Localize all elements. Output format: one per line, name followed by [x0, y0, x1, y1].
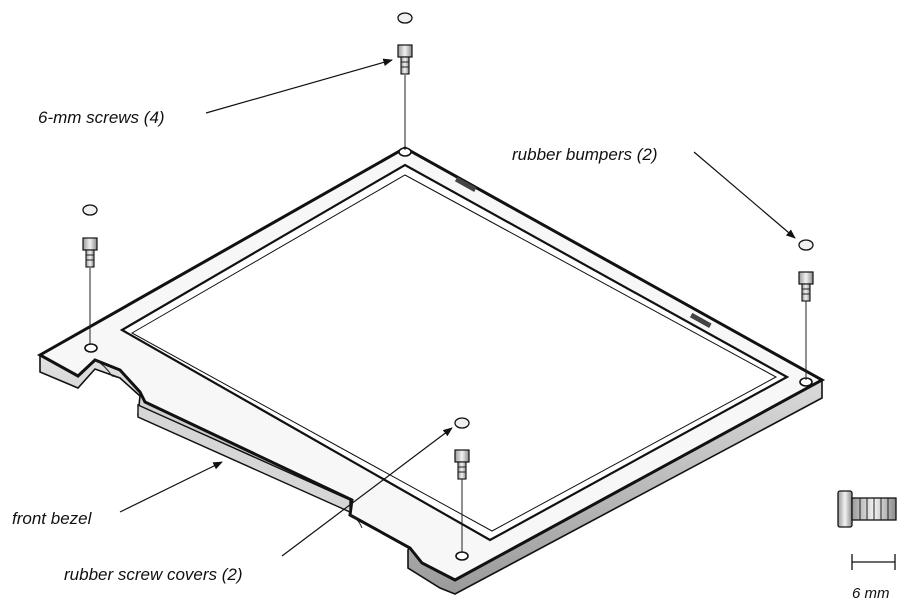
rubber-screw-cover-icon — [82, 204, 98, 216]
screw-scale-reference: 6 mm — [837, 490, 897, 602]
front-bezel — [36, 146, 826, 595]
screw-assembly-left — [82, 204, 98, 345]
leader-bumpers — [693, 151, 796, 239]
bezel-lip-cutout — [94, 359, 121, 379]
leader-bezel — [119, 461, 223, 513]
bezel-inner-ledge — [130, 174, 778, 532]
callout-covers: rubber screw covers (2) — [64, 427, 453, 584]
screw-assembly-right — [798, 239, 814, 380]
bezel-slot-2 — [689, 312, 712, 328]
rubber-screw-cover-icon — [454, 417, 470, 429]
label-screws: 6-mm screws (4) — [38, 108, 165, 127]
leader-covers — [281, 427, 453, 557]
bezel-inner-window — [119, 163, 790, 542]
label-covers: rubber screw covers (2) — [64, 565, 243, 584]
screw-icon — [454, 449, 470, 480]
label-bumpers: rubber bumpers (2) — [512, 145, 658, 164]
callout-bezel: front bezel — [12, 461, 223, 528]
screw-hole-left — [84, 343, 98, 353]
leader-screws — [205, 58, 393, 114]
screw-icon — [837, 490, 897, 528]
rubber-screw-cover-icon — [397, 12, 413, 24]
screw-icon — [798, 271, 814, 302]
callout-screws: 6-mm screws (4) — [38, 58, 393, 127]
screw-icon — [82, 237, 98, 268]
bezel-front-strip — [137, 403, 351, 514]
screw-icon — [397, 44, 413, 75]
screw-assembly-top — [397, 12, 413, 150]
screw-hole-bottom — [455, 551, 469, 561]
rubber-bumper-icon — [798, 239, 814, 251]
bezel-lip-cutout-2 — [349, 514, 363, 529]
scale-bar — [851, 554, 896, 570]
scale-label: 6 mm — [852, 585, 890, 602]
bezel-slot-1 — [454, 176, 477, 192]
callout-bumpers: rubber bumpers (2) — [512, 145, 796, 239]
screw-assembly-bottom — [454, 417, 470, 553]
label-bezel: front bezel — [12, 509, 93, 528]
